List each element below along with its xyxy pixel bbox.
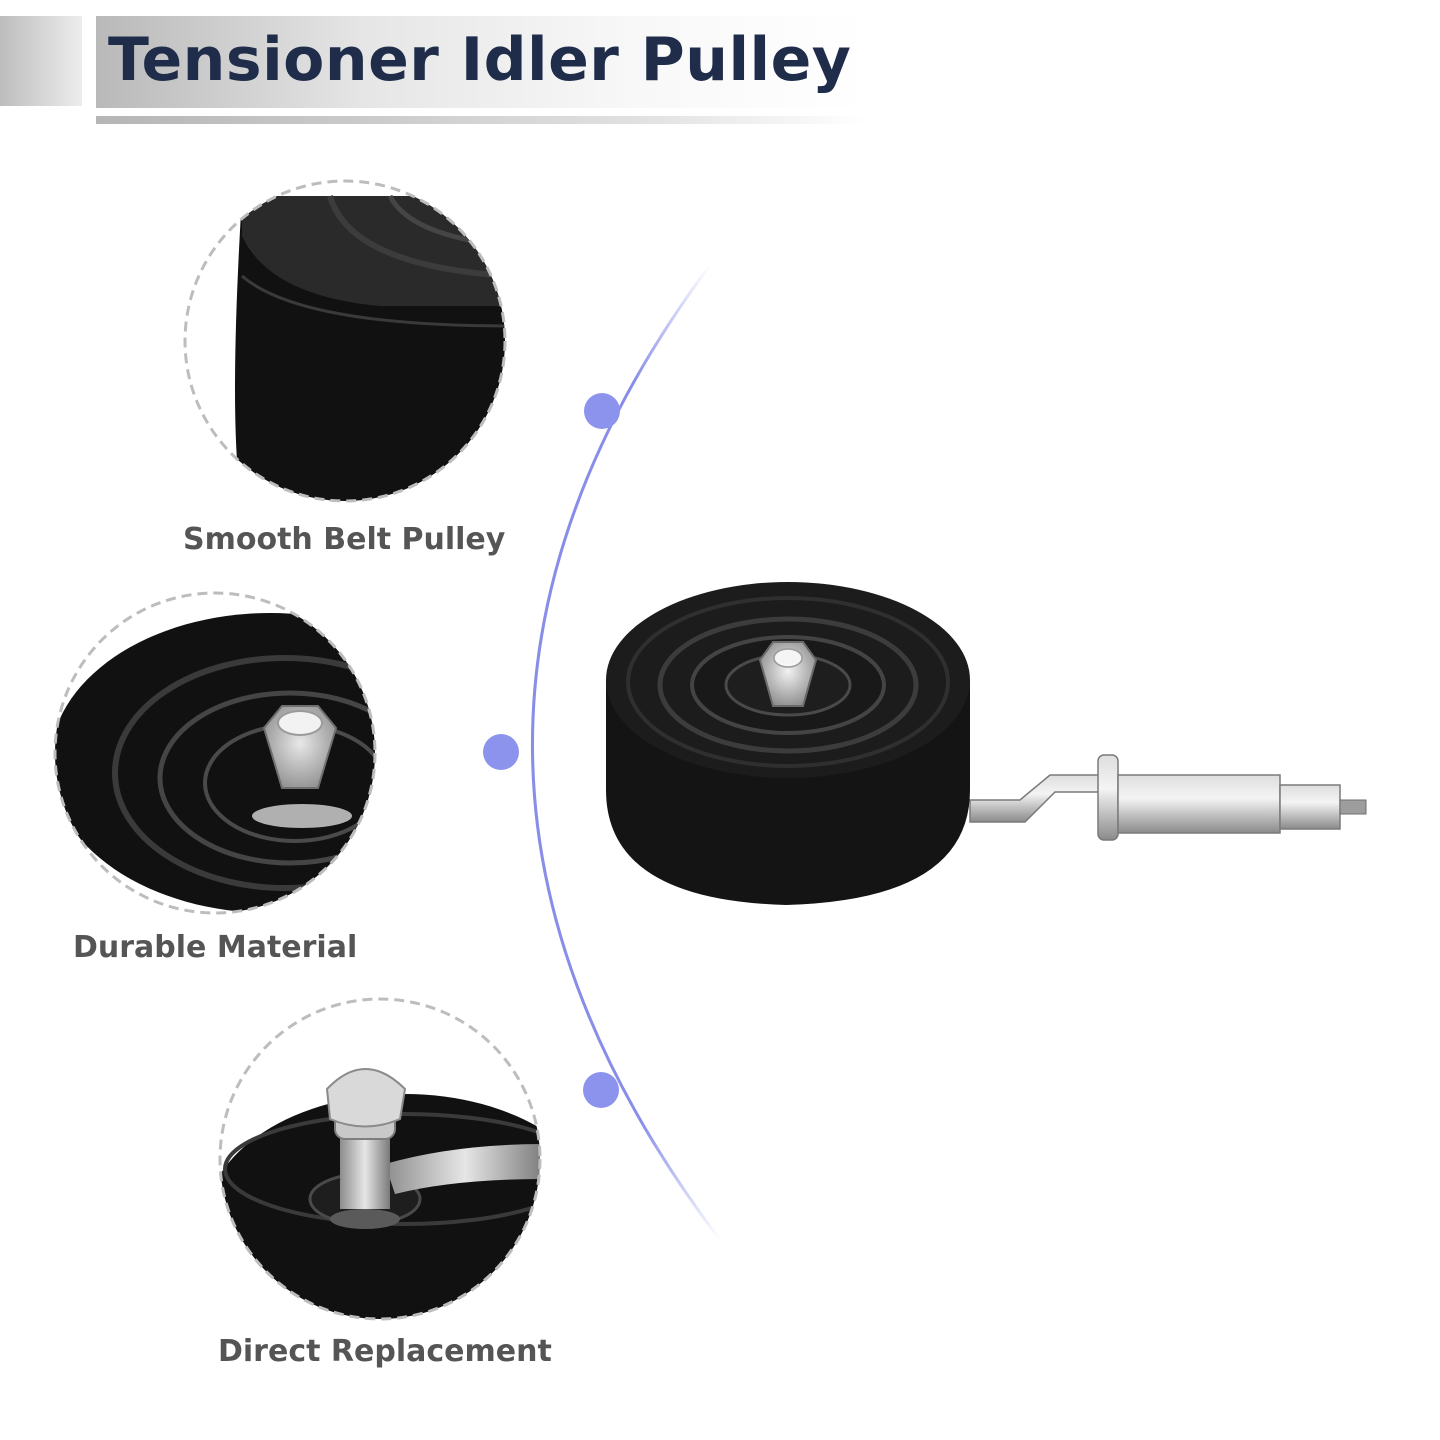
detail-1-frame [183,179,507,503]
timeline-arc [531,264,722,1241]
feature-label-3: Direct Replacement [218,1334,552,1369]
feature-label-2: Durable Material [73,930,358,965]
timeline-dot-2 [483,734,519,770]
pulley-product-image [606,582,1367,905]
page-title: Tensioner Idler Pulley [108,25,852,95]
feature-label-1: Smooth Belt Pulley [183,522,506,557]
detail-2-frame [53,591,377,915]
detail-3-frame [218,997,542,1321]
header-banner [96,16,866,108]
timeline-dot-3 [583,1072,619,1108]
header-underline [96,116,866,124]
timeline-dot-1 [584,393,620,429]
header-accent-block [0,16,82,106]
